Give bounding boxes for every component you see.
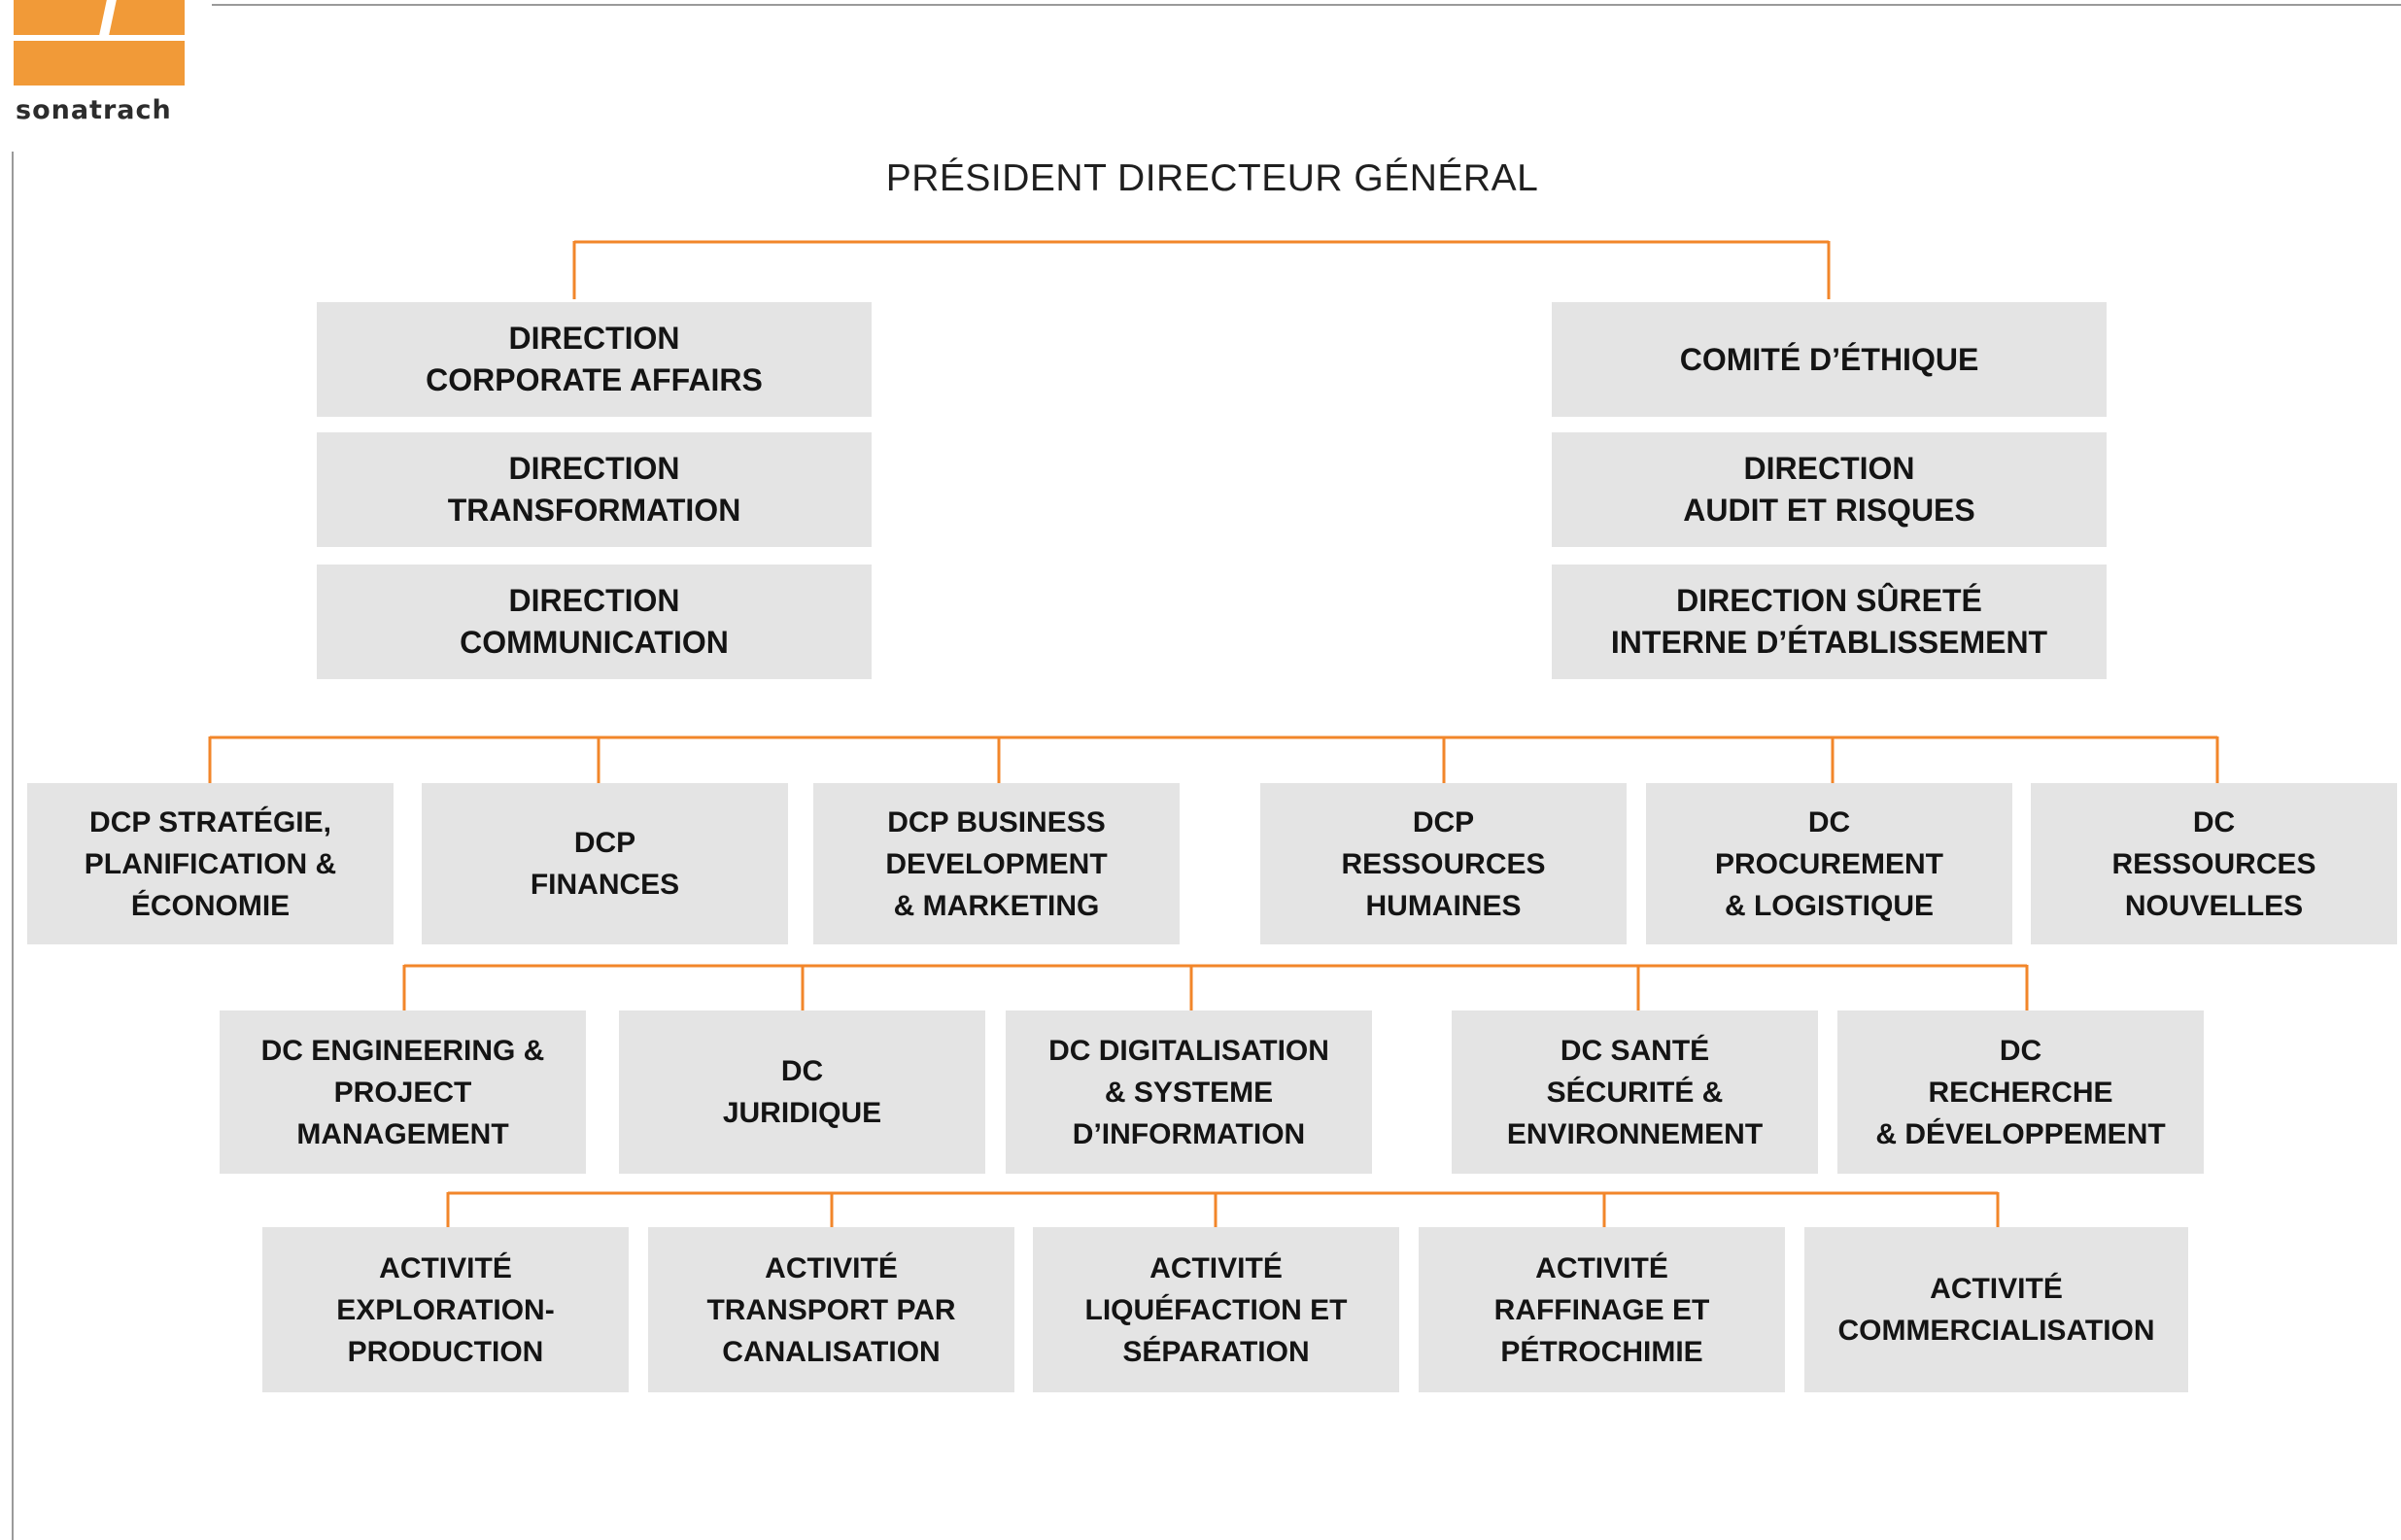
chart-title: PRÉSIDENT DIRECTEUR GÉNÉRAL	[885, 157, 1539, 199]
dc-juridique-box: DC JURIDIQUE	[619, 1010, 985, 1174]
activite-transport-box: ACTIVITÉ TRANSPORT PAR CANALISATION	[648, 1227, 1014, 1392]
dc-ressources-nouvelles-box: DC RESSOURCES NOUVELLES	[2031, 783, 2397, 944]
dcp-business-development-box: DCP BUSINESS DEVELOPMENT & MARKETING	[813, 783, 1180, 944]
box-line: DIRECTION	[508, 451, 680, 486]
box-line: PROJECT	[333, 1076, 472, 1109]
dcp-strategie-box: DCP STRATÉGIE, PLANIFICATION & ÉCONOMIE	[27, 783, 394, 944]
direction-corporate-affairs-box: DIRECTION CORPORATE AFFAIRS	[317, 302, 872, 417]
box-line: ACTIVITÉ	[765, 1251, 898, 1284]
box-line: DC	[780, 1055, 824, 1087]
box-line: & SYSTEME	[1104, 1076, 1274, 1109]
box-line: & DÉVELOPPEMENT	[1875, 1117, 2166, 1150]
box-line: DIRECTION	[508, 583, 680, 618]
sonatrach-logo-mark	[14, 0, 185, 86]
box-line: RECHERCHE	[1928, 1076, 2113, 1109]
box-line: DEVELOPMENT	[885, 847, 1108, 880]
box-line: ÉCONOMIE	[130, 889, 291, 922]
box-line: RESSOURCES	[1341, 847, 1546, 880]
logo-stripe	[14, 35, 185, 41]
box-line: AUDIT ET RISQUES	[1683, 493, 1975, 528]
box-line: EXPLORATION-	[336, 1293, 555, 1326]
activite-commercialisation-box: ACTIVITÉ COMMERCIALISATION	[1804, 1227, 2188, 1392]
box-line: DC ENGINEERING &	[260, 1034, 545, 1067]
sonatrach-logo: sonatrach	[14, 0, 189, 131]
box-line: & LOGISTIQUE	[1724, 889, 1934, 922]
box-line: ACTIVITÉ	[379, 1251, 512, 1284]
box-line: SÉPARATION	[1122, 1335, 1310, 1368]
box-line: D’INFORMATION	[1072, 1117, 1306, 1150]
left-divider	[12, 152, 14, 1540]
box-line: MANAGEMENT	[296, 1117, 509, 1150]
dc-procurement-box: DC PROCUREMENT & LOGISTIQUE	[1646, 783, 2012, 944]
box-line: COMMERCIALISATION	[1837, 1315, 2155, 1347]
dcp-ressources-humaines-box: DCP RESSOURCES HUMAINES	[1260, 783, 1627, 944]
dc-digitalisation-box: DC DIGITALISATION & SYSTEME D’INFORMATIO…	[1006, 1010, 1372, 1174]
box-line: DC	[2192, 805, 2236, 838]
direction-audit-risques-box: DIRECTION AUDIT ET RISQUES	[1552, 432, 2107, 547]
box-line: COMMUNICATION	[460, 625, 729, 660]
dcp-finances-box: DCP FINANCES	[422, 783, 788, 944]
box-line: DC	[1807, 805, 1851, 838]
top-divider	[212, 4, 2401, 6]
box-line: ENVIRONNEMENT	[1506, 1117, 1764, 1150]
direction-surete-box: DIRECTION SÛRETÉ INTERNE D’ÉTABLISSEMENT	[1552, 565, 2107, 679]
box-line: TRANSPORT PAR	[706, 1293, 956, 1326]
box-line: INTERNE D’ÉTABLISSEMENT	[1610, 625, 2048, 660]
box-line: RAFFINAGE ET	[1493, 1293, 1710, 1326]
box-line: DC SANTÉ	[1560, 1034, 1710, 1067]
box-line: DCP STRATÉGIE,	[89, 805, 331, 838]
box-line: DIRECTION SÛRETÉ	[1676, 583, 1982, 618]
box-line: PRODUCTION	[347, 1335, 544, 1368]
box-line: & MARKETING	[893, 889, 1100, 922]
box-line: SÉCURITÉ &	[1546, 1076, 1724, 1109]
box-line: CANALISATION	[722, 1335, 941, 1368]
box-line: RESSOURCES	[2111, 847, 2316, 880]
dc-engineering-box: DC ENGINEERING & PROJECT MANAGEMENT	[220, 1010, 586, 1174]
box-line: NOUVELLES	[2124, 889, 2304, 922]
direction-communication-box: DIRECTION COMMUNICATION	[317, 565, 872, 679]
box-line: DC	[1999, 1034, 2042, 1067]
box-line: DC DIGITALISATION	[1048, 1034, 1329, 1067]
box-line: CORPORATE AFFAIRS	[426, 362, 763, 397]
dc-recherche-box: DC RECHERCHE & DÉVELOPPEMENT	[1837, 1010, 2204, 1174]
box-line: PLANIFICATION &	[84, 847, 337, 880]
box-line: TRANSFORMATION	[447, 493, 741, 528]
box-line: ACTIVITÉ	[1149, 1251, 1283, 1284]
logo-wordmark: sonatrach	[16, 95, 172, 125]
dc-sante-securite-box: DC SANTÉ SÉCURITÉ & ENVIRONNEMENT	[1452, 1010, 1818, 1174]
box-line: DCP	[1412, 805, 1475, 838]
box-line: LIQUÉFACTION ET	[1084, 1293, 1348, 1326]
activite-exploration-box: ACTIVITÉ EXPLORATION- PRODUCTION	[262, 1227, 629, 1392]
direction-transformation-box: DIRECTION TRANSFORMATION	[317, 432, 872, 547]
activite-raffinage-box: ACTIVITÉ RAFFINAGE ET PÉTROCHIMIE	[1419, 1227, 1785, 1392]
comite-ethique-box: COMITÉ D’ÉTHIQUE	[1552, 302, 2107, 417]
box-line: PÉTROCHIMIE	[1500, 1335, 1703, 1368]
box-line: DIRECTION	[508, 321, 680, 356]
box-line: DIRECTION	[1743, 451, 1915, 486]
box-line: HUMAINES	[1365, 889, 1522, 922]
box-line: JURIDIQUE	[722, 1097, 882, 1129]
box-line: DCP BUSINESS	[887, 805, 1106, 838]
box-line: PROCUREMENT	[1714, 847, 1943, 880]
box-line: DCP	[573, 827, 636, 859]
box-line: ACTIVITÉ	[1535, 1251, 1668, 1284]
activite-liquefaction-box: ACTIVITÉ LIQUÉFACTION ET SÉPARATION	[1033, 1227, 1399, 1392]
box-line: COMITÉ D’ÉTHIQUE	[1679, 341, 1979, 377]
box-line: ACTIVITÉ	[1930, 1273, 2063, 1305]
box-line: FINANCES	[530, 869, 680, 901]
